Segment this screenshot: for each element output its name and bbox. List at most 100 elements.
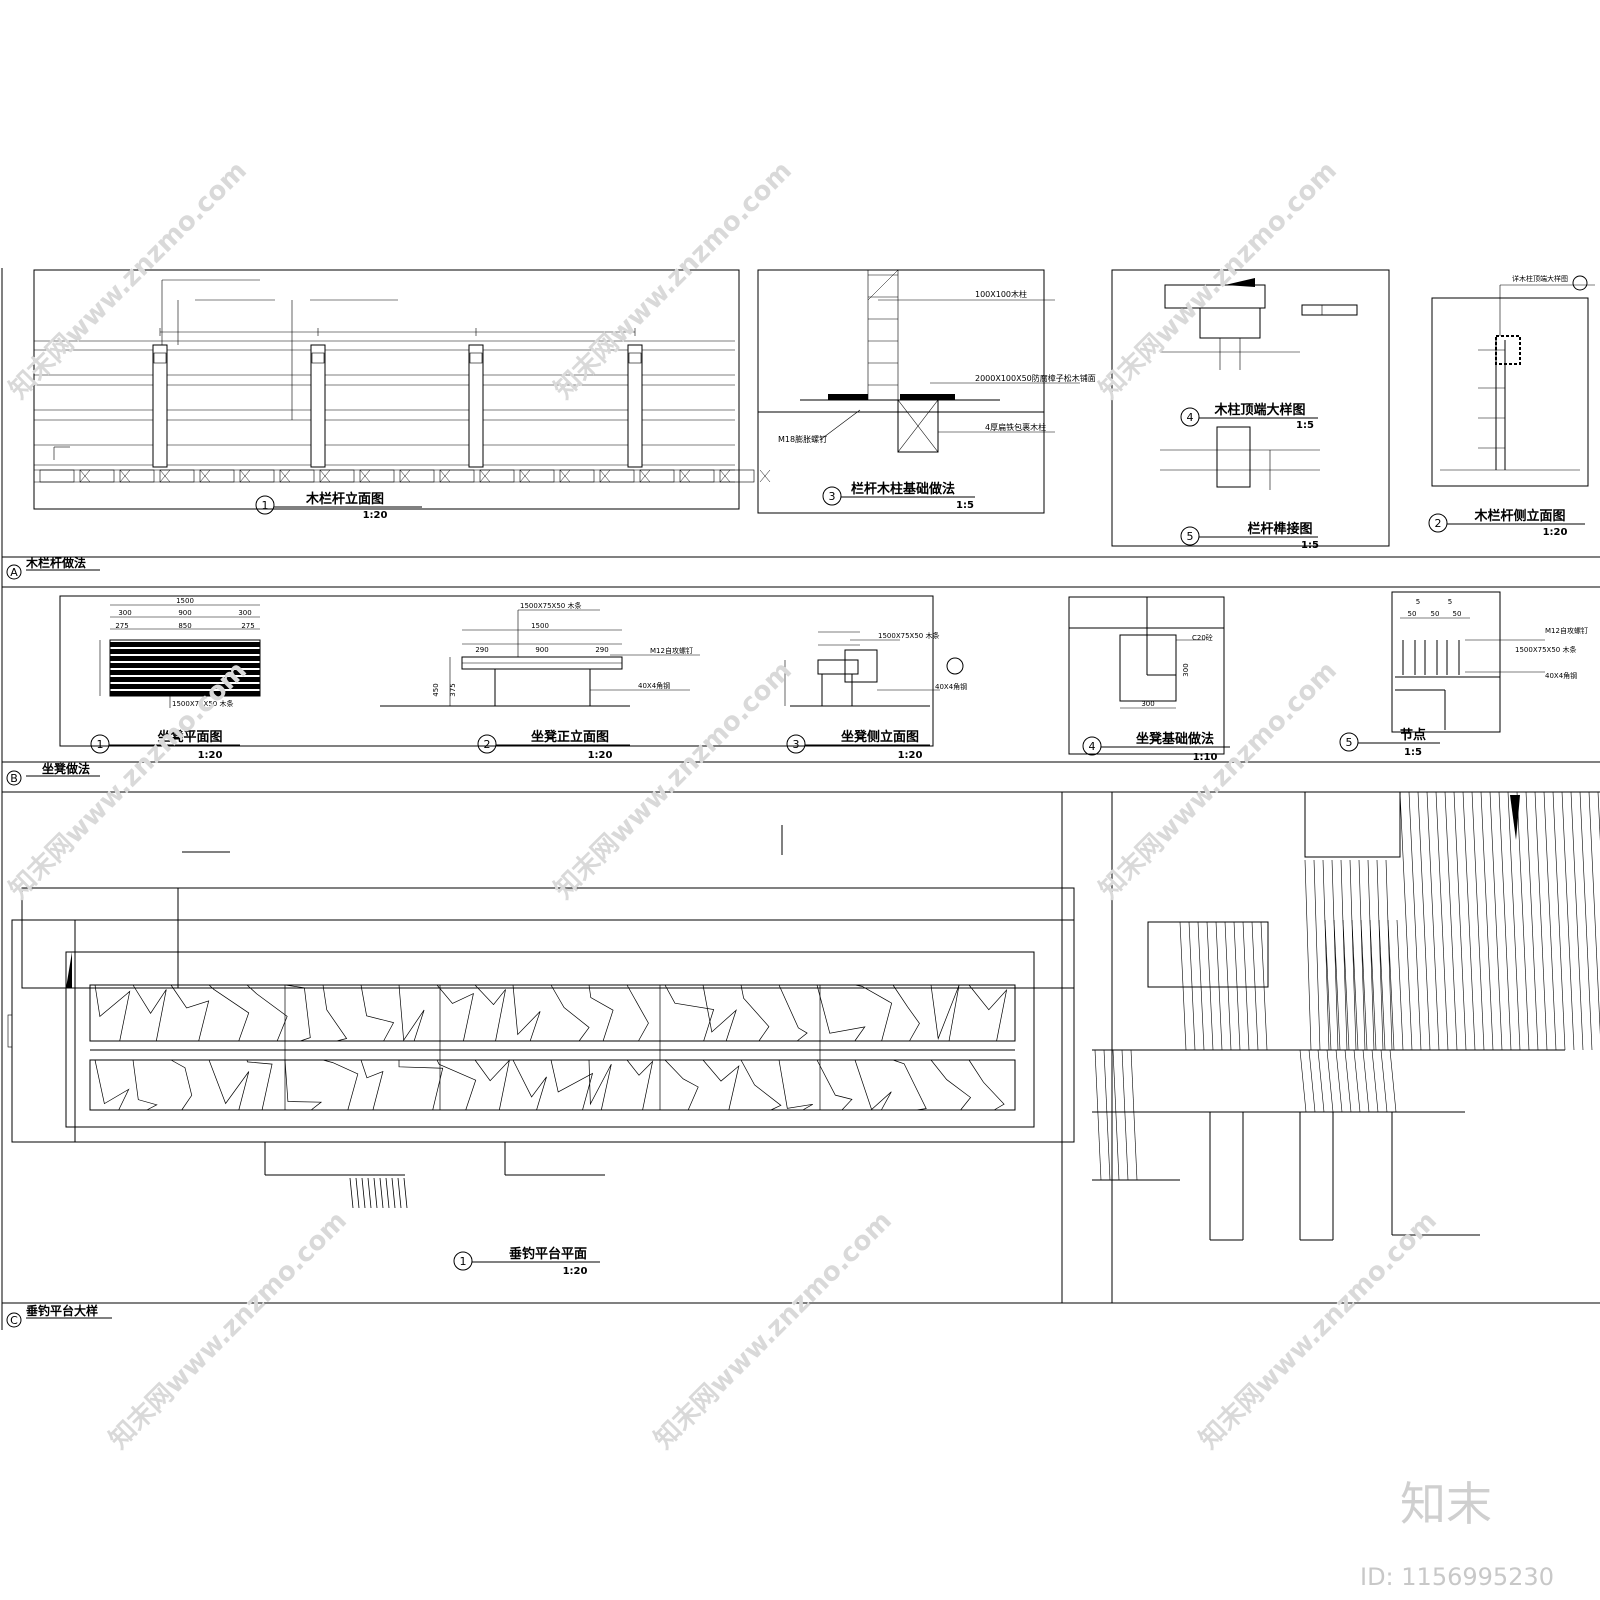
base-block xyxy=(439,469,475,483)
drawing-a3-post-foundation: 100X100木柱 2000X100X50防腐樟子松木铺面 M18膨胀螺钉 4厚… xyxy=(757,269,1096,514)
step-hatch xyxy=(1423,919,1431,1051)
step-hatch xyxy=(1224,921,1232,1051)
b2-note-bolt: M12自攻螺钉 xyxy=(650,646,693,655)
a5-title: 栏杆榫接图 xyxy=(1247,521,1312,537)
a3-note-board: 2000X100X50防腐樟子松木铺面 xyxy=(975,373,1096,383)
step-hatch xyxy=(1504,919,1512,1051)
stone-edge xyxy=(474,984,506,1042)
b1-dim-900: 900 xyxy=(178,609,191,617)
base-cross xyxy=(319,469,331,483)
section-title-c: 垂钓平台大样 xyxy=(26,1303,98,1318)
step-hatch xyxy=(1585,919,1593,1051)
base-block xyxy=(559,469,595,483)
stone-edge xyxy=(322,984,348,1042)
step-hatch xyxy=(1417,791,1425,921)
a4-title-number: 4 xyxy=(1187,411,1194,424)
drawing-a1-railing-elevation: 1 木栏杆立面图 1:20 xyxy=(33,269,771,521)
step-hatch xyxy=(1462,791,1470,921)
b2-dim-290a: 290 xyxy=(475,646,488,654)
step-hatch xyxy=(1103,1049,1111,1181)
watermark-3: 知末网www.znzmo.com xyxy=(1094,156,1343,405)
stone-edge xyxy=(702,1059,740,1111)
step-hatch xyxy=(1362,1049,1370,1113)
b1-dim-850: 850 xyxy=(178,622,191,630)
bench-slat xyxy=(110,642,260,647)
step-hatch xyxy=(1444,791,1452,921)
b1-note-wood: 1500X75X50 木条 xyxy=(172,699,233,708)
step-hatch xyxy=(1588,791,1596,921)
step-hatch xyxy=(1206,921,1214,1051)
b2-dim-900: 900 xyxy=(535,646,548,654)
b2-dim-1500: 1500 xyxy=(531,622,549,630)
step-hatch xyxy=(1387,919,1395,1051)
b5-dim-50a: 50 xyxy=(1408,610,1417,618)
section-title-a: 木栏杆做法 xyxy=(25,555,86,570)
drawing-a2-side-elevation: 详木柱顶端大样图 2 木栏杆侧立面图 1:20 xyxy=(1428,274,1595,538)
stone-edge xyxy=(664,1059,699,1111)
b5-title: 节点 xyxy=(1400,727,1426,743)
base-cross xyxy=(199,469,211,483)
base-block xyxy=(479,469,515,483)
step-hatch xyxy=(1507,791,1515,921)
step-hatch xyxy=(1471,791,1479,921)
b5-note-angle: 40X4角钢 xyxy=(1545,671,1577,680)
stone-edge xyxy=(512,984,541,1042)
b4-title-number: 4 xyxy=(1089,740,1096,753)
step-hatch xyxy=(1459,919,1467,1051)
stone-edge xyxy=(246,984,288,1042)
step-hatch xyxy=(1513,919,1521,1051)
step-hatch xyxy=(1130,1049,1138,1181)
a1-title: 木栏杆立面图 xyxy=(305,491,384,507)
stone-edge xyxy=(398,1059,444,1111)
bench-slat xyxy=(110,670,260,675)
b5-title-number: 5 xyxy=(1346,736,1353,749)
drawing-c1-fishing-platform-plan: 1 垂钓平台平面 1:20 xyxy=(7,825,1075,1277)
section-title-b: 坐凳做法 xyxy=(42,761,90,776)
bench-slat xyxy=(110,663,260,668)
step-hatch xyxy=(1233,921,1241,1051)
step-hatch xyxy=(1385,859,1393,1051)
stone-edge xyxy=(94,984,131,1042)
b2-title-number: 2 xyxy=(484,738,491,751)
stone-edge xyxy=(550,1059,594,1111)
a4-title: 木柱顶端大样图 xyxy=(1213,402,1305,418)
stone-edge xyxy=(208,984,250,1042)
stone-edge xyxy=(512,1059,547,1111)
post-hatch-lines xyxy=(349,1177,408,1209)
stone-edge xyxy=(284,984,311,1042)
step-hatch xyxy=(1531,919,1539,1051)
b5-scale: 1:5 xyxy=(1404,747,1422,758)
section-frame-lines xyxy=(1,268,1600,1330)
stone-edge xyxy=(892,1059,927,1111)
base-block xyxy=(359,469,395,483)
a3-title: 栏杆木柱基础做法 xyxy=(851,481,955,497)
stone-edge xyxy=(360,1059,384,1111)
watermark-8: 知末网www.znzmo.com xyxy=(649,1206,898,1455)
step-hatch xyxy=(1371,1049,1379,1113)
stone-edge xyxy=(816,984,866,1042)
base-cross xyxy=(119,469,131,483)
b2-dim-290b: 290 xyxy=(595,646,608,654)
base-cross xyxy=(519,469,531,483)
step-hatch xyxy=(1489,791,1497,921)
step-hatch xyxy=(1260,921,1268,1051)
hatch-line xyxy=(367,1177,372,1209)
base-cross xyxy=(679,469,691,483)
step-hatch xyxy=(1549,919,1557,1051)
step-hatch xyxy=(1525,791,1533,921)
b2-note-wood: 1500X75X50 木条 xyxy=(520,601,581,610)
watermark-5: 知末网www.znzmo.com xyxy=(549,656,798,905)
b1-dim-1500: 1500 xyxy=(176,597,194,605)
hatch-line xyxy=(403,1177,408,1209)
base-cross xyxy=(439,469,451,483)
step-hatch xyxy=(1378,919,1386,1051)
base-cross xyxy=(79,469,91,483)
step-hatch xyxy=(1540,919,1548,1051)
step-hatch xyxy=(1369,919,1377,1051)
step-hatch xyxy=(1558,919,1566,1051)
base-block xyxy=(519,469,555,483)
stone-edge xyxy=(322,1059,359,1111)
stone-paving-pattern xyxy=(94,984,1008,1111)
a3-note-bolt: M18膨胀螺钉 xyxy=(778,434,827,444)
